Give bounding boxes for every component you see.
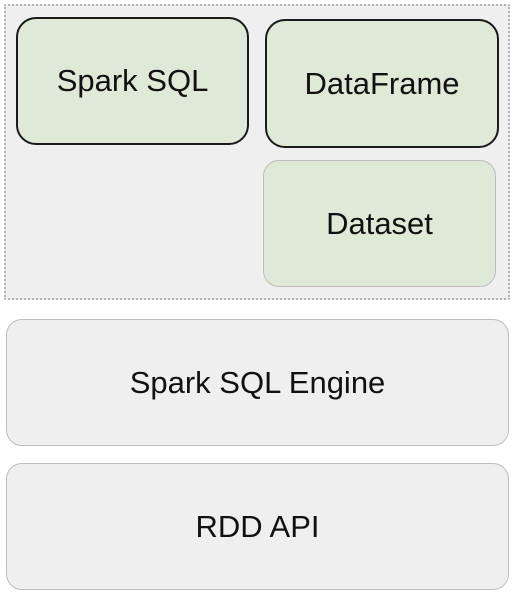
- spark-sql-engine-layer: Spark SQL Engine: [6, 319, 509, 446]
- dataframe-box: DataFrame: [265, 19, 499, 148]
- dataframe-label: DataFrame: [304, 65, 460, 101]
- spark-sql-box: Spark SQL: [16, 17, 249, 145]
- spark-sql-label: Spark SQL: [56, 63, 209, 98]
- dataset-label: Dataset: [326, 205, 433, 241]
- rdd-api-layer: RDD API: [6, 463, 509, 590]
- dataset-box: Dataset: [263, 160, 496, 287]
- spark-sql-engine-label: Spark SQL Engine: [129, 364, 386, 400]
- rdd-api-label: RDD API: [195, 508, 320, 544]
